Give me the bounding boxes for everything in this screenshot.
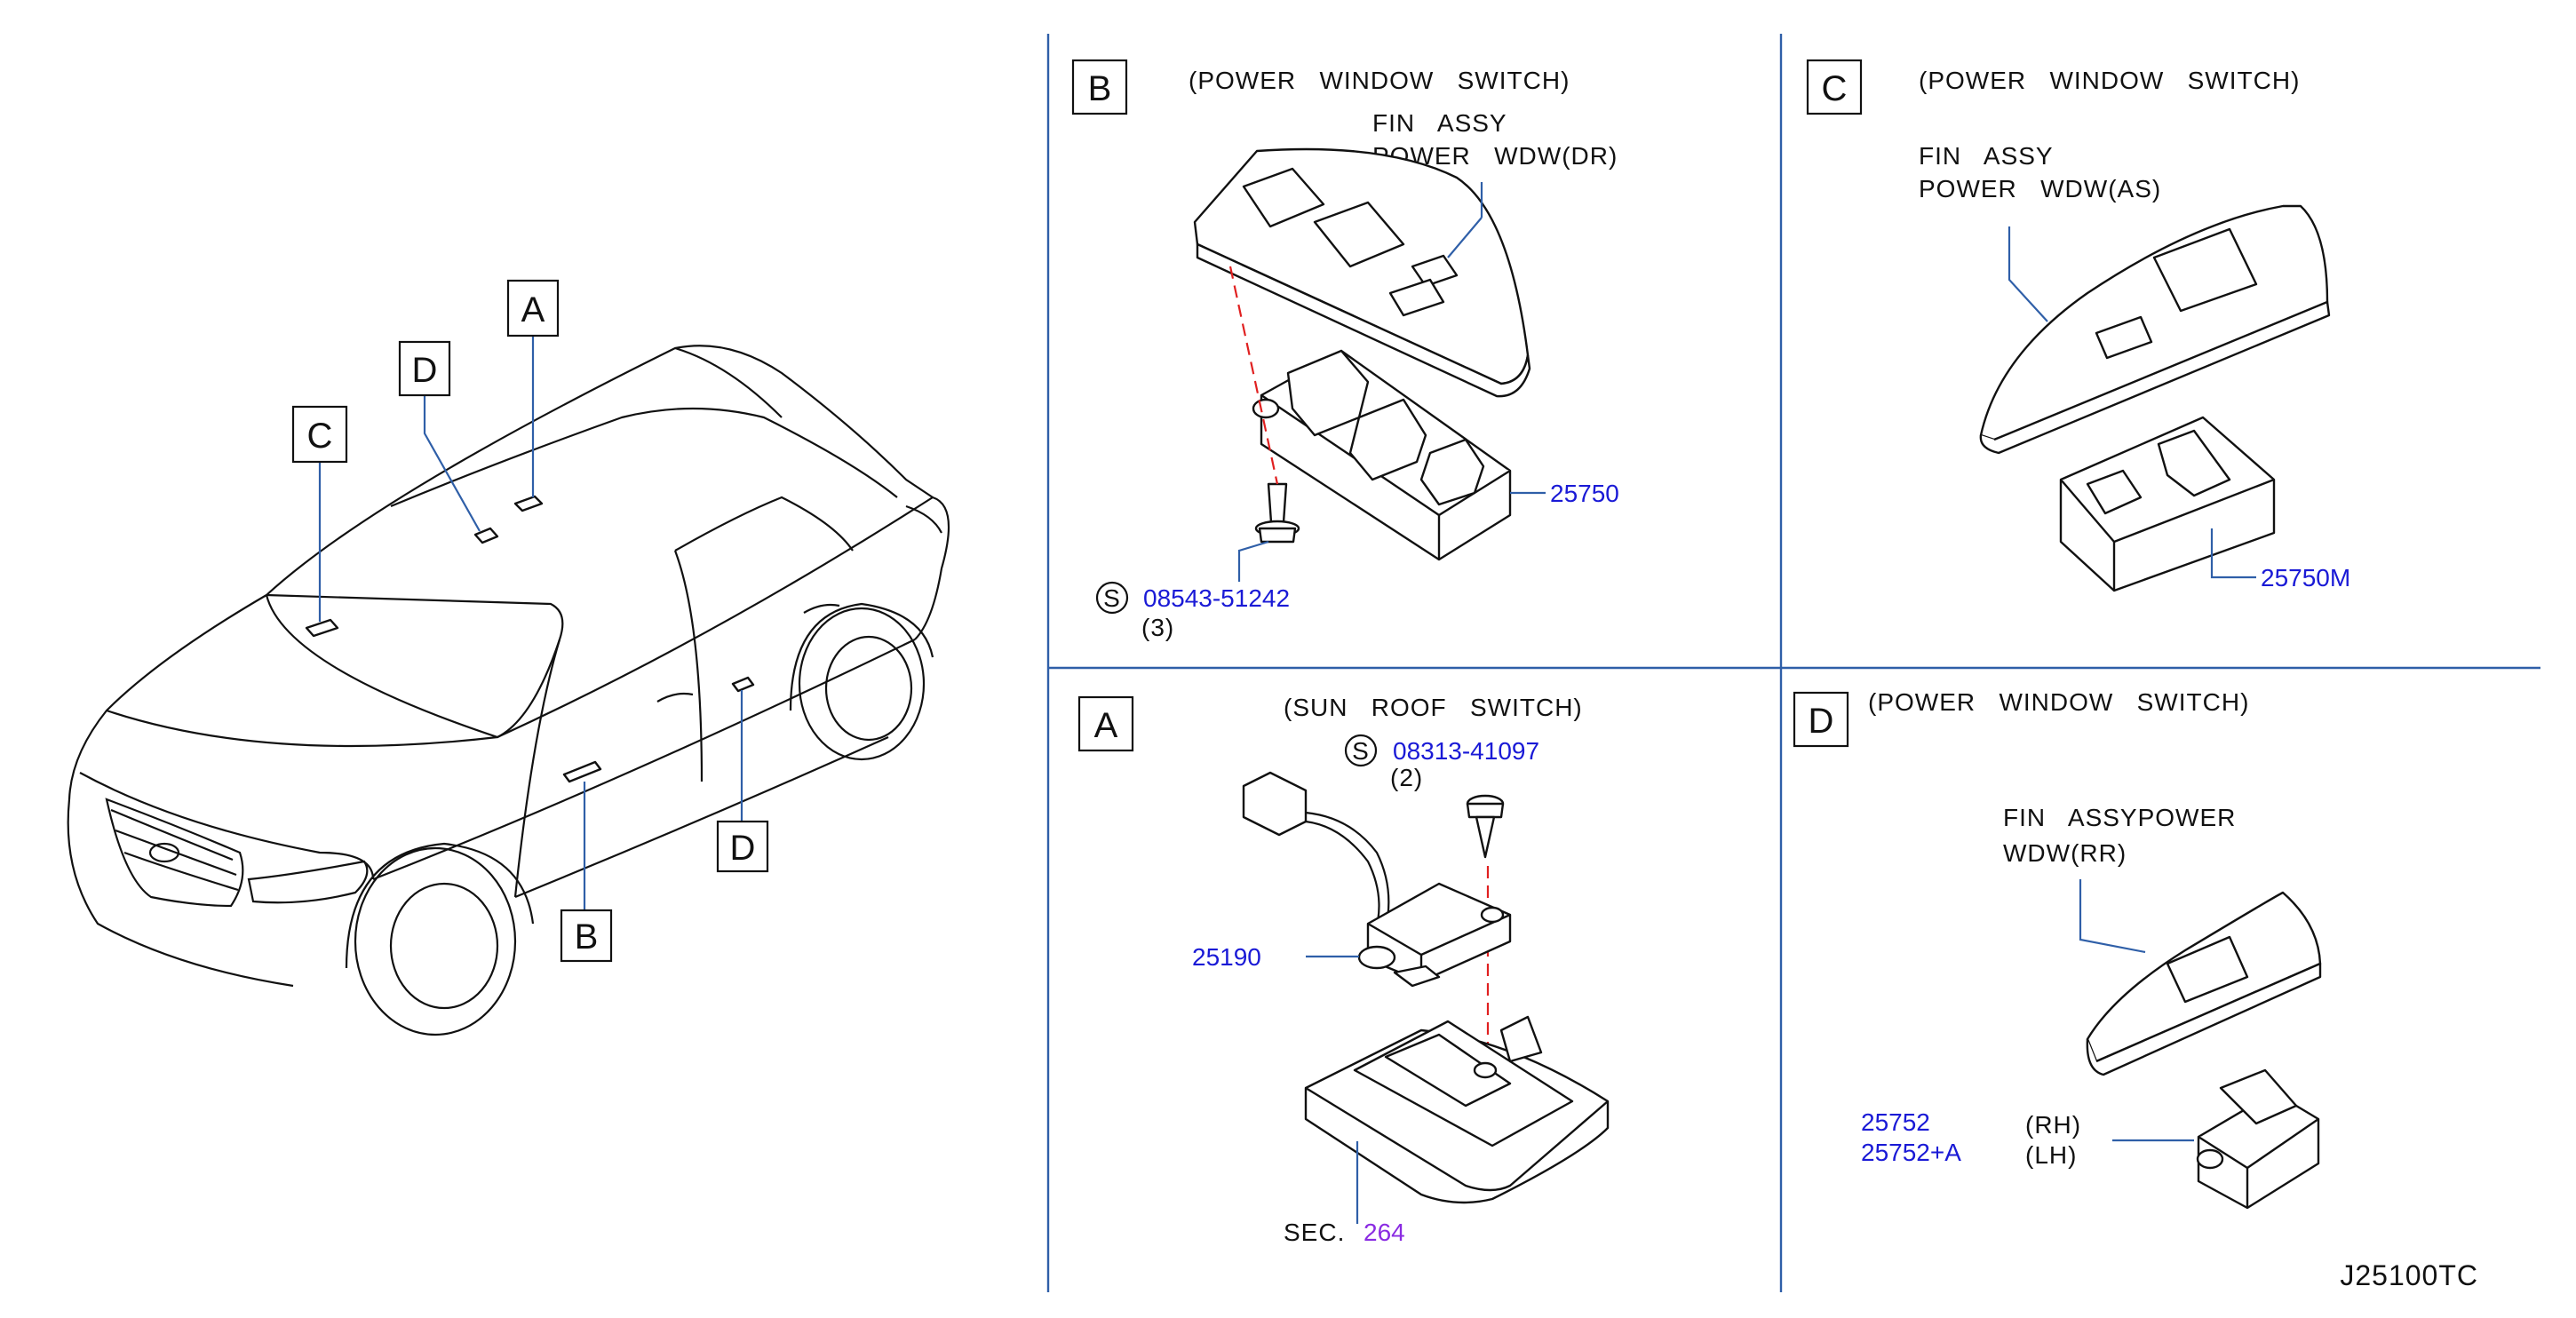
- callout-letter: B: [575, 917, 599, 957]
- car-callout-c: C: [291, 405, 348, 464]
- panel-d-part-lh: 25752+A: [1861, 1139, 1961, 1166]
- panel-c-part-switch: 25750M: [2261, 564, 2350, 592]
- rear-switch-part: [2196, 1068, 2320, 1210]
- panel-a-sec-number: 264: [1364, 1219, 1405, 1246]
- panel-a-title: (SUN ROOF SWITCH): [1284, 694, 1583, 721]
- callout-letter: D: [730, 829, 756, 868]
- panel-d: D (POWER WINDOW SWITCH) FIN ASSYPOWER WD…: [1793, 688, 2322, 1210]
- car-callout-a: A: [506, 279, 560, 337]
- panel-a-part-screw: 08313-41097: [1393, 737, 1539, 765]
- panel-d-letter-box: [1793, 691, 1849, 748]
- panel-d-side-rh: (RH): [2025, 1111, 2081, 1139]
- panel-c: C (POWER WINDOW SWITCH) FIN ASSY POWER W…: [1806, 59, 2350, 592]
- panel-c-letter: C: [1822, 69, 1848, 108]
- panel-a-sec-label: SEC.: [1284, 1219, 1345, 1246]
- callout-letter: D: [412, 351, 438, 390]
- callout-letter: C: [307, 417, 333, 456]
- panel-b-part-screw: 08543-51242: [1143, 584, 1290, 612]
- driver-switch-part: [1252, 349, 1512, 561]
- panel-a-letter: A: [1094, 706, 1118, 745]
- panel-d-letter: D: [1809, 702, 1834, 741]
- sunroof-screw-part: [1466, 794, 1505, 859]
- panel-b-screw-symbol: S: [1103, 584, 1121, 612]
- panel-d-fin-line2: WDW(RR): [2003, 839, 2127, 867]
- panel-a-letter-box: [1077, 695, 1134, 752]
- panel-a-part-switch: 25190: [1192, 943, 1261, 971]
- driver-screw-part: [1254, 482, 1300, 544]
- panel-b: B (POWER WINDOW SWITCH) FIN ASSY POWER W…: [1071, 59, 1619, 641]
- callout-letter: A: [521, 290, 545, 330]
- panel-b-letter-box: [1071, 59, 1128, 115]
- panel-a-screw-qty: (2): [1390, 764, 1423, 791]
- panel-c-fin-line1: FIN ASSY: [1919, 142, 2054, 170]
- panel-b-part-switch: 25750: [1550, 480, 1619, 507]
- driver-finisher-part: [1193, 147, 1531, 398]
- panel-a-screw-symbol-circle: [1344, 734, 1378, 767]
- panel-b-title: (POWER WINDOW SWITCH): [1189, 67, 1570, 94]
- panel-a: A (SUN ROOF SWITCH) S 08313-41097 (2) 25…: [1077, 694, 1610, 1246]
- panel-d-side-lh: (LH): [2025, 1141, 2077, 1169]
- panel-b-letter: B: [1088, 69, 1112, 108]
- panel-dividers: [1046, 34, 2540, 1292]
- panel-d-title: (POWER WINDOW SWITCH): [1868, 688, 2249, 716]
- panel-c-letter-box: [1806, 59, 1863, 115]
- rear-finisher-part: [2086, 891, 2322, 1076]
- panel-b-screw-symbol-circle: [1095, 581, 1129, 615]
- sunroof-housing-part: [1304, 1015, 1610, 1204]
- panel-c-title: (POWER WINDOW SWITCH): [1919, 67, 2300, 94]
- panel-d-part-rh: 25752: [1861, 1108, 1930, 1136]
- car-callout-b: B: [560, 909, 613, 963]
- passenger-switch-part: [2059, 416, 2276, 592]
- car-callout-d-roof: D: [398, 340, 451, 397]
- sunroof-switch-part: [1242, 771, 1512, 988]
- car-callout-d-rear: D: [716, 820, 769, 873]
- panel-c-fin-line2: POWER WDW(AS): [1919, 175, 2161, 202]
- panel-b-fin-line1: FIN ASSY: [1372, 109, 1507, 137]
- panel-d-fin-line1: FIN ASSYPOWER: [2003, 804, 2236, 831]
- drawing-code: J25100TC: [2340, 1259, 2478, 1291]
- panel-b-screw-qty: (3): [1141, 614, 1174, 641]
- vehicle-illustration: [67, 336, 950, 1036]
- panel-a-screw-symbol: S: [1352, 737, 1370, 765]
- passenger-finisher-part: [1979, 204, 2331, 455]
